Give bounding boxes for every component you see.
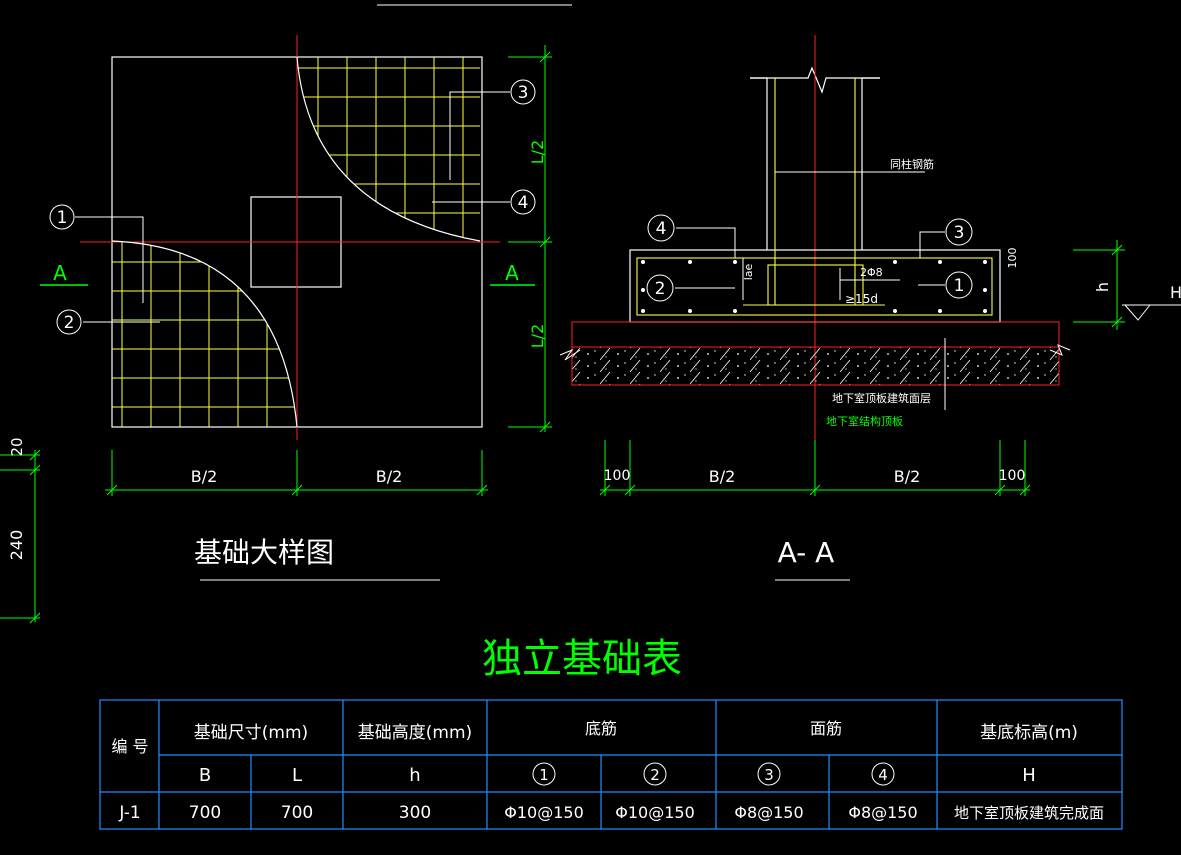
cell-rebar-1: Φ10@150 (504, 803, 584, 822)
dim-b2-left-section: B/2 (709, 467, 736, 486)
subheader-B: B (199, 765, 211, 786)
rebar-grid-top-right (297, 57, 480, 241)
rebar-dots (641, 260, 987, 313)
label-H: H (1170, 283, 1181, 302)
subheader-4: 4 (871, 762, 895, 786)
svg-text:4: 4 (518, 193, 529, 213)
header-height: 基础高度(mm) (358, 723, 472, 743)
svg-text:4: 4 (878, 766, 888, 784)
label-structural-slab: 地下室结构顶板 (826, 414, 903, 428)
label-column-rebar: 同柱钢筋 (890, 157, 934, 171)
label-lae: lae (742, 263, 755, 280)
plan-dim-bottom (105, 450, 488, 496)
15d-dim-line (839, 268, 900, 300)
section-leader-lines (675, 171, 946, 410)
subheader-L: L (292, 765, 302, 786)
svg-text:2: 2 (650, 766, 660, 784)
cell-h: 300 (399, 803, 431, 823)
svg-text:2: 2 (64, 313, 75, 333)
foundation-plan: 1 2 3 4 A A (40, 35, 552, 581)
svg-text:1: 1 (954, 276, 965, 296)
plan-leader-lines (75, 91, 510, 323)
dim-240: 240 (7, 530, 26, 561)
section-callout-4: 4 (647, 214, 675, 242)
label-finish-layer: 地下室顶板建筑面层 (832, 391, 931, 405)
svg-text:A: A (505, 261, 519, 285)
subheader-3: 3 (757, 762, 781, 786)
label-15d: ≥15d (845, 292, 878, 306)
cell-rebar-2: Φ10@150 (615, 803, 695, 822)
plan-dim-right (508, 45, 552, 433)
plan-callout-3: 3 (510, 79, 536, 105)
svg-text:1: 1 (539, 766, 549, 784)
section-marker-right: A (490, 261, 535, 286)
break-mark-left (559, 348, 581, 361)
section-callout-2: 2 (646, 274, 674, 302)
table-row: J-1 700 700 300 Φ10@150 Φ10@150 Φ8@150 Φ… (118, 803, 1104, 823)
h-dim (1073, 240, 1125, 330)
label-100-vertical: 100 (1006, 248, 1019, 269)
plan-callout-2: 2 (56, 309, 82, 335)
svg-text:3: 3 (518, 83, 529, 103)
foundation-table: 独立基础表 编 号 基础尺寸(mm) 基础高度(mm) 底筋 面筋 基底标高(m… (99, 636, 1123, 830)
section-callout-1: 1 (945, 271, 973, 299)
structural-slab (571, 346, 1060, 386)
svg-text:A: A (53, 261, 67, 285)
table-grid (99, 699, 1123, 830)
rebar-grid-bottom-left (112, 241, 297, 427)
cell-no: J-1 (118, 803, 140, 823)
table-title: 独立基础表 (482, 636, 682, 682)
dim-l2-bottom: L/2 (528, 324, 547, 348)
cell-B: 700 (189, 803, 221, 823)
header-no: 编 号 (111, 737, 148, 756)
column-right-edge (861, 77, 880, 250)
subheader-h: h (409, 765, 420, 786)
svg-text:3: 3 (764, 766, 774, 784)
dim-l2-top: L/2 (528, 140, 547, 164)
cut-curve-top-right (296, 56, 481, 242)
svg-text:2: 2 (655, 279, 666, 299)
stirrup-box (767, 264, 864, 306)
section-dim-bottom (599, 440, 1031, 496)
left-dim-chain (0, 449, 41, 624)
section-marker-left: A (40, 261, 88, 286)
svg-text:1: 1 (57, 208, 68, 228)
cell-L: 700 (281, 803, 313, 823)
subheader-H: H (1022, 765, 1036, 786)
plan-callout-4: 4 (510, 189, 536, 215)
dim-100-left: 100 (604, 468, 631, 484)
label-h: h (1093, 282, 1112, 292)
footing-rebar-cage (636, 257, 993, 316)
dim-100-right: 100 (999, 468, 1026, 484)
section-title: A- A (778, 536, 835, 569)
column-left-edge (750, 77, 768, 250)
dim-b2-right: B/2 (376, 467, 403, 486)
plan-title: 基础大样图 (194, 536, 334, 569)
header-top-bars: 面筋 (810, 719, 842, 738)
svg-text:3: 3 (954, 223, 965, 243)
level-symbol (1122, 304, 1181, 321)
break-mark-right (1049, 344, 1071, 356)
cell-rebar-4: Φ8@150 (848, 803, 917, 822)
header-size: 基础尺寸(mm) (194, 723, 308, 743)
cell-H: 地下室顶板建筑完成面 (954, 804, 1104, 822)
dim-20: 20 (8, 437, 26, 456)
header-bottom-bars: 底筋 (585, 719, 617, 738)
header-elevation: 基底标高(m) (980, 723, 1078, 743)
subheader-1: 1 (532, 762, 556, 786)
svg-text:4: 4 (656, 219, 667, 239)
dim-b2-left: B/2 (191, 467, 218, 486)
dim-b2-right-section: B/2 (894, 467, 921, 486)
cell-rebar-3: Φ8@150 (734, 803, 803, 822)
break-line (750, 66, 880, 94)
section-aa: 4 2 3 1 同柱钢筋 lae 2Φ8 ≥15d 100 地下室顶板建筑面层 … (559, 35, 1181, 581)
subheader-2: 2 (643, 762, 667, 786)
section-callout-3: 3 (945, 218, 973, 246)
plan-callout-1: 1 (49, 204, 75, 230)
cut-curve-bottom-left (111, 240, 298, 428)
label-2phi8: 2Φ8 (860, 266, 883, 279)
